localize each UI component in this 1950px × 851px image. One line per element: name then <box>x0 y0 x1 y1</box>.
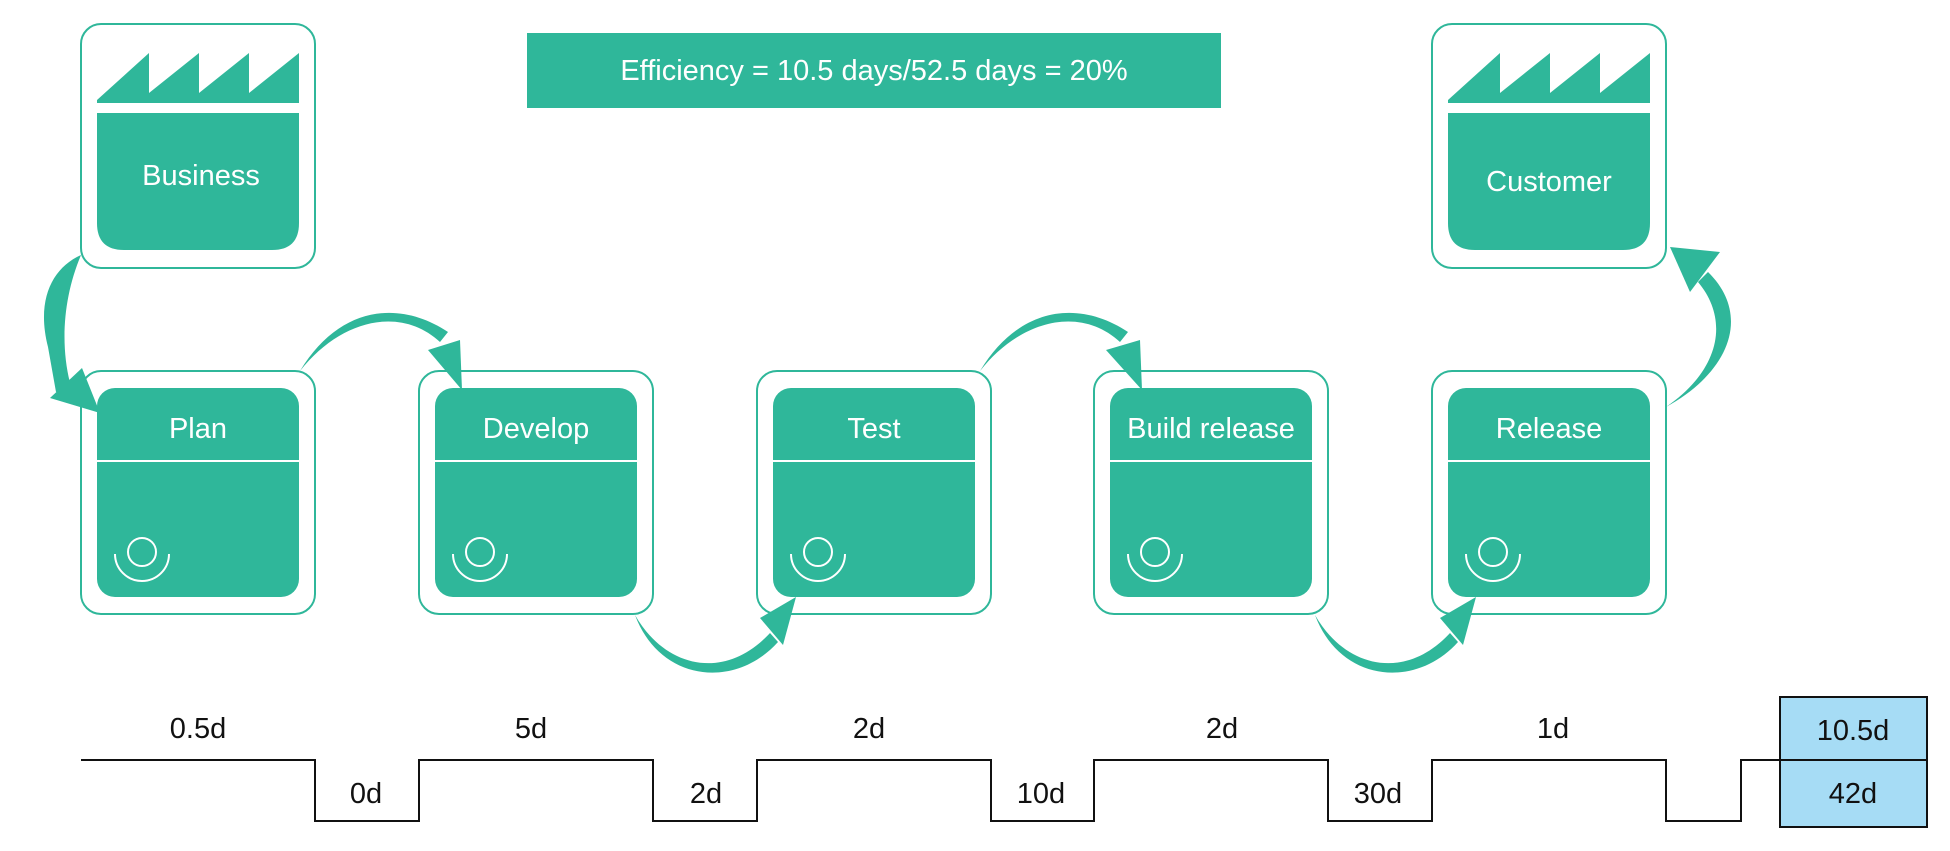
process-build-release: Build release <box>1093 370 1329 615</box>
arrow-business-to-plan <box>43 255 81 392</box>
efficiency-text: Efficiency = 10.5 days/52.5 days = 20% <box>620 55 1127 87</box>
timeline-line <box>81 759 1780 822</box>
arrow-head <box>1440 597 1476 645</box>
operator-icon <box>790 537 846 582</box>
process-time: 1d <box>1537 713 1569 745</box>
wait-time: 30d <box>1354 778 1402 810</box>
flow-arrows <box>43 247 1731 673</box>
business-body <box>97 113 299 250</box>
process-time: 0.5d <box>170 713 226 745</box>
total-process-time: 10.5d <box>1817 715 1890 747</box>
process-plan: Plan <box>80 370 316 615</box>
process-label: Build release <box>1127 413 1295 445</box>
business-label: Business <box>142 160 260 192</box>
process-label: Develop <box>483 413 589 445</box>
factory-icon <box>1448 53 1650 103</box>
factory-icon <box>97 53 299 103</box>
process-test: Test <box>756 370 992 615</box>
timeline-summary: 10.5d 42d <box>1779 696 1928 828</box>
operator-icon <box>1127 537 1183 582</box>
process-label: Plan <box>169 413 227 445</box>
process-time: 2d <box>853 713 885 745</box>
operator-icon <box>1465 537 1521 582</box>
operator-icon <box>114 537 170 582</box>
arrow-head <box>1106 340 1142 390</box>
wait-time: 0d <box>350 778 382 810</box>
efficiency-banner: Efficiency = 10.5 days/52.5 days = 20% <box>527 33 1221 108</box>
arrow-release-to-customer <box>1666 272 1731 407</box>
wait-time: 10d <box>1017 778 1065 810</box>
customer-node: Customer <box>1431 23 1667 269</box>
customer-label: Customer <box>1486 166 1612 198</box>
total-wait-time: 42d <box>1829 778 1877 810</box>
process-develop: Develop <box>418 370 654 615</box>
arrow-develop-to-test <box>635 615 778 673</box>
process-label: Test <box>847 413 900 445</box>
arrow-test-to-build <box>980 312 1128 371</box>
process-label: Release <box>1496 413 1602 445</box>
process-time: 5d <box>515 713 547 745</box>
arrow-head <box>50 368 100 413</box>
wait-time: 2d <box>690 778 722 810</box>
process-release: Release <box>1431 370 1667 615</box>
business-node: Business <box>80 23 316 269</box>
customer-body <box>1448 113 1650 250</box>
operator-icon <box>452 537 508 582</box>
arrow-build-to-release <box>1315 615 1458 673</box>
arrow-head <box>760 597 796 645</box>
arrow-plan-to-develop <box>300 312 448 371</box>
arrow-head <box>1670 247 1720 292</box>
arrow-head <box>428 340 462 390</box>
process-time: 2d <box>1206 713 1238 745</box>
